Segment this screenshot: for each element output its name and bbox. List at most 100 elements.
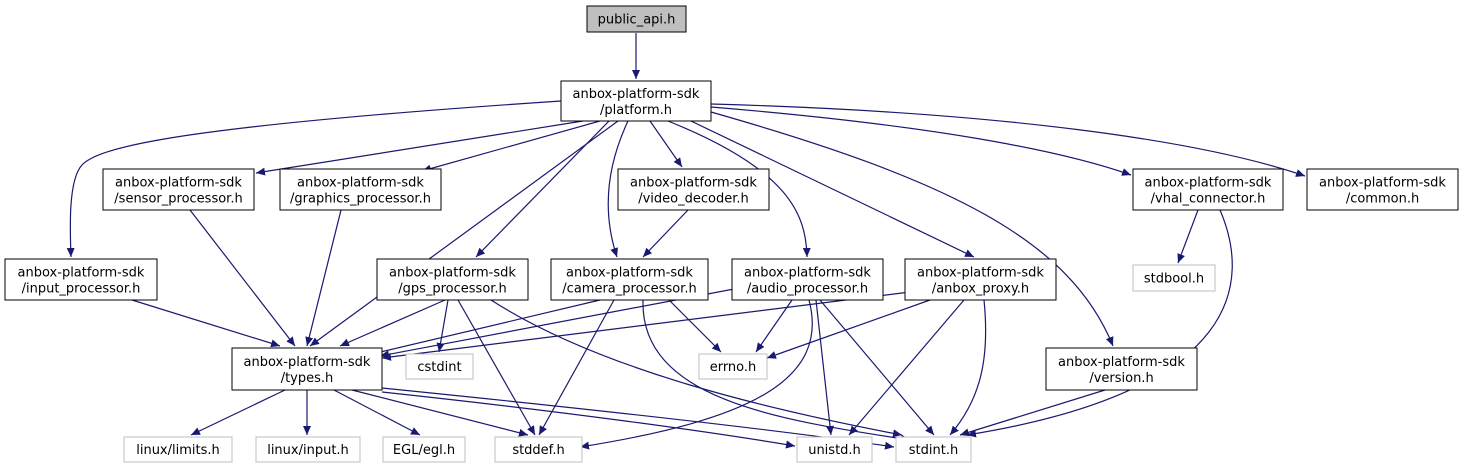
node-label-line: /input_processor.h bbox=[22, 282, 141, 297]
edge-proxy-to-unistd bbox=[848, 299, 965, 436]
node-label-line: /types.h bbox=[281, 371, 334, 386]
node-box bbox=[586, 5, 687, 33]
node-platform[interactable]: anbox-platform-sdk/platform.h bbox=[560, 80, 712, 122]
edge-video-to-camera bbox=[642, 209, 689, 258]
node-box bbox=[102, 168, 255, 211]
node-box bbox=[550, 258, 709, 301]
node-label-line: anbox-platform-sdk bbox=[744, 266, 871, 281]
node-label-line: cstdint bbox=[417, 360, 461, 375]
edge-platform-to-proxy bbox=[690, 120, 975, 258]
node-label-line: /vhal_connector.h bbox=[1151, 192, 1266, 207]
edge-gps-to-types bbox=[339, 299, 446, 347]
node-label-line: linux/limits.h bbox=[136, 443, 220, 458]
node-label-line: errno.h bbox=[710, 360, 757, 375]
edges-layer bbox=[66, 33, 1306, 450]
edge-types-to-unistd bbox=[381, 391, 796, 449]
edge-gps-to-stddef bbox=[457, 299, 536, 436]
node-types[interactable]: anbox-platform-sdk/types.h bbox=[231, 347, 383, 391]
edge-proxy-to-errno bbox=[766, 299, 931, 359]
edge-audio-to-stddef bbox=[579, 299, 813, 450]
node-label-line: /gps_processor.h bbox=[398, 282, 507, 297]
node-label-line: unistd.h bbox=[808, 443, 861, 458]
node-box bbox=[560, 80, 712, 122]
edge-sensor-to-types bbox=[189, 209, 296, 347]
node-box bbox=[617, 168, 770, 211]
edge-proxy-to-types bbox=[381, 291, 911, 361]
node-audio[interactable]: anbox-platform-sdk/audio_processor.h bbox=[731, 258, 884, 301]
node-video[interactable]: anbox-platform-sdk/video_decoder.h bbox=[617, 168, 770, 211]
node-box bbox=[904, 258, 1057, 301]
edge-types-to-stddef bbox=[351, 389, 529, 437]
node-label-line: stddef.h bbox=[512, 443, 564, 458]
node-label-line: /camera_processor.h bbox=[562, 282, 696, 297]
node-unistd: unistd.h bbox=[796, 436, 873, 463]
node-graphics[interactable]: anbox-platform-sdk/graphics_processor.h bbox=[279, 168, 442, 211]
node-vhal[interactable]: anbox-platform-sdk/vhal_connector.h bbox=[1132, 168, 1284, 211]
edge-camera-to-errno bbox=[668, 299, 722, 353]
node-common[interactable]: anbox-platform-sdk/common.h bbox=[1306, 168, 1459, 211]
node-linput: linux/input.h bbox=[255, 436, 361, 463]
node-camera[interactable]: anbox-platform-sdk/camera_processor.h bbox=[550, 258, 709, 301]
node-box bbox=[405, 353, 474, 380]
node-label-line: anbox-platform-sdk bbox=[389, 266, 516, 281]
node-label-line: /graphics_processor.h bbox=[290, 192, 431, 207]
node-label-line: EGL/egl.h bbox=[393, 443, 455, 458]
node-label-line: anbox-platform-sdk bbox=[573, 87, 700, 102]
edge-audio-to-stdint bbox=[819, 299, 935, 436]
edge-platform-to-video bbox=[649, 120, 683, 168]
edge-platform-to-vhal bbox=[710, 106, 1132, 176]
edge-camera-to-types bbox=[367, 299, 601, 357]
edge-audio-to-errno bbox=[755, 299, 793, 353]
node-label-line: anbox-platform-sdk bbox=[1058, 355, 1185, 370]
node-box bbox=[494, 436, 583, 463]
node-box bbox=[382, 436, 466, 463]
edge-gps-to-cstdint bbox=[436, 299, 449, 353]
node-box bbox=[1132, 264, 1216, 292]
edge-graphics-to-types bbox=[305, 209, 342, 347]
edge-version-to-stdint bbox=[959, 389, 1106, 437]
node-box bbox=[4, 258, 158, 301]
node-label-line: /version.h bbox=[1089, 371, 1153, 386]
node-label-line: anbox-platform-sdk bbox=[115, 176, 242, 191]
node-label-line: anbox-platform-sdk bbox=[1319, 176, 1446, 191]
node-box bbox=[376, 258, 529, 301]
edge-platform-to-audio bbox=[667, 120, 811, 258]
node-label-line: anbox-platform-sdk bbox=[630, 176, 757, 191]
edge-camera-to-stddef bbox=[538, 299, 615, 436]
edge-platform-to-graphics bbox=[421, 120, 601, 173]
node-cstdint: cstdint bbox=[405, 353, 474, 380]
edge-vhal-to-stdbool bbox=[1177, 209, 1199, 264]
node-sensor[interactable]: anbox-platform-sdk/sensor_processor.h bbox=[102, 168, 255, 211]
node-proxy[interactable]: anbox-platform-sdk/anbox_proxy.h bbox=[904, 258, 1057, 301]
node-box bbox=[731, 258, 884, 301]
node-label-line: anbox-platform-sdk bbox=[1145, 176, 1272, 191]
node-input[interactable]: anbox-platform-sdk/input_processor.h bbox=[4, 258, 158, 301]
node-version[interactable]: anbox-platform-sdk/version.h bbox=[1045, 347, 1198, 391]
edge-platform-to-input bbox=[66, 100, 562, 258]
node-label-line: anbox-platform-sdk bbox=[18, 266, 145, 281]
node-label-line: stdint.h bbox=[909, 443, 958, 458]
edge-platform-to-gps bbox=[475, 120, 610, 258]
edge-vhal-to-stdint bbox=[966, 209, 1233, 438]
node-limits: linux/limits.h bbox=[123, 436, 233, 463]
node-label-line: public_api.h bbox=[598, 13, 676, 28]
node-egl: EGL/egl.h bbox=[382, 436, 466, 463]
edge-platform-to-camera bbox=[607, 120, 629, 258]
node-label-line: anbox-platform-sdk bbox=[917, 266, 1044, 281]
edge-platform-to-common bbox=[710, 103, 1306, 177]
node-box bbox=[1045, 347, 1198, 391]
node-label-line: linux/input.h bbox=[267, 443, 349, 458]
node-public_api[interactable]: public_api.h bbox=[586, 5, 687, 33]
edge-platform-to-sensor bbox=[255, 120, 584, 176]
node-box bbox=[1132, 168, 1284, 211]
node-box bbox=[279, 168, 442, 211]
node-stdint: stdint.h bbox=[895, 436, 972, 463]
edge-audio-to-unistd bbox=[815, 299, 834, 436]
node-stddef: stddef.h bbox=[494, 436, 583, 463]
node-gps[interactable]: anbox-platform-sdk/gps_processor.h bbox=[376, 258, 529, 301]
node-box bbox=[895, 436, 972, 463]
node-label-line: /anbox_proxy.h bbox=[932, 282, 1029, 297]
node-label-line: anbox-platform-sdk bbox=[297, 176, 424, 191]
node-box bbox=[255, 436, 361, 463]
